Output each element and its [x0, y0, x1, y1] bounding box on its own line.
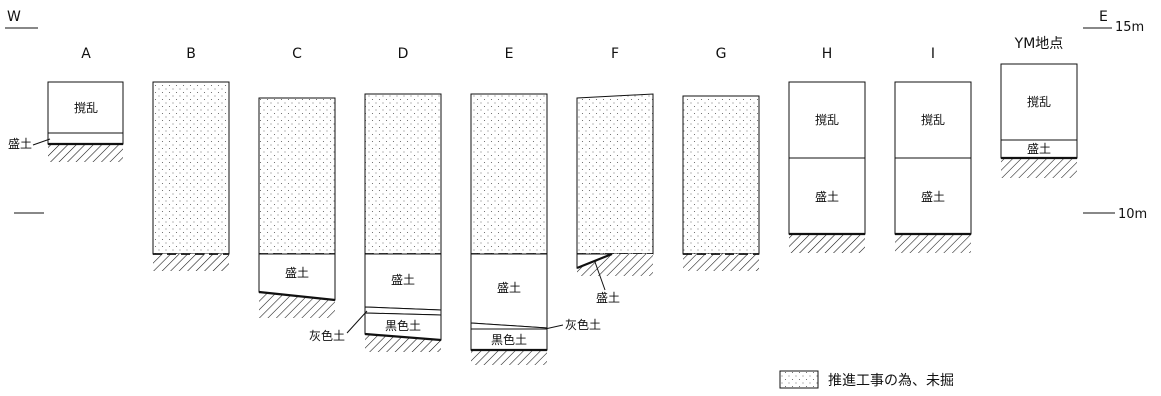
layer-label-e-gray-soil: 灰色土: [565, 318, 601, 332]
column-b: [152, 81, 230, 271]
layer-label-e-black-soil: 黒色土: [491, 333, 527, 347]
scale-15m-label: 15m: [1115, 20, 1144, 35]
layer-label-c-fill: 盛土: [285, 265, 309, 280]
west-marker: W: [5, 9, 38, 29]
column-label-h: H: [822, 46, 833, 62]
scale-10m-label: 10m: [1118, 207, 1147, 222]
west-label: W: [7, 9, 21, 25]
column-d: 盛土 黒色土 灰色土: [309, 93, 442, 352]
column-label-e: E: [505, 46, 514, 62]
column-label-f: F: [611, 46, 619, 62]
column-label-i: I: [931, 46, 935, 62]
layer-label-d-black-soil: 黒色土: [385, 319, 421, 333]
column-f: 盛土: [576, 93, 654, 305]
layer-label-d-gray-soil: 灰色土: [309, 329, 345, 343]
layer-label-ym-disturbed: 撹乱: [1027, 95, 1051, 109]
layer-label-ym-fill: 盛土: [1027, 141, 1051, 156]
column-e: 盛土 黒色土 灰色土: [470, 93, 601, 365]
column-c: 盛土: [258, 97, 336, 318]
column-a: 撹乱 盛土: [8, 81, 124, 162]
east-marker: E 15m: [1083, 9, 1144, 35]
layer-label-a-fill: 盛土: [8, 136, 32, 151]
east-10m-marker: 10m: [1083, 207, 1147, 222]
layer-label-h-fill: 盛土: [815, 189, 839, 204]
layer-label-f-fill: 盛土: [596, 290, 620, 305]
column-h: 撹乱 盛土: [788, 81, 866, 253]
column-label-g: G: [716, 46, 727, 62]
column-label-b: B: [186, 46, 196, 62]
legend-swatch-dots: [779, 370, 819, 389]
column-label-c: C: [292, 46, 302, 62]
layer-label-h-disturbed: 撹乱: [815, 113, 839, 127]
layer-label-e-fill: 盛土: [497, 280, 521, 295]
east-label: E: [1099, 9, 1108, 25]
column-label-ym: YM地点: [1014, 36, 1064, 52]
column-g: [682, 95, 760, 271]
layer-label-a-disturbed: 撹乱: [74, 101, 98, 115]
column-i: 撹乱 盛土: [894, 81, 972, 253]
legend-label: 推進工事の為、未掘: [828, 373, 954, 389]
layer-label-i-fill: 盛土: [921, 189, 945, 204]
column-ym: 撹乱 盛土: [1000, 63, 1078, 178]
legend: 推進工事の為、未掘: [779, 370, 954, 389]
layer-label-i-disturbed: 撹乱: [921, 113, 945, 127]
column-label-a: A: [81, 46, 91, 62]
column-label-d: D: [398, 46, 409, 62]
layer-label-d-fill: 盛土: [391, 272, 415, 287]
